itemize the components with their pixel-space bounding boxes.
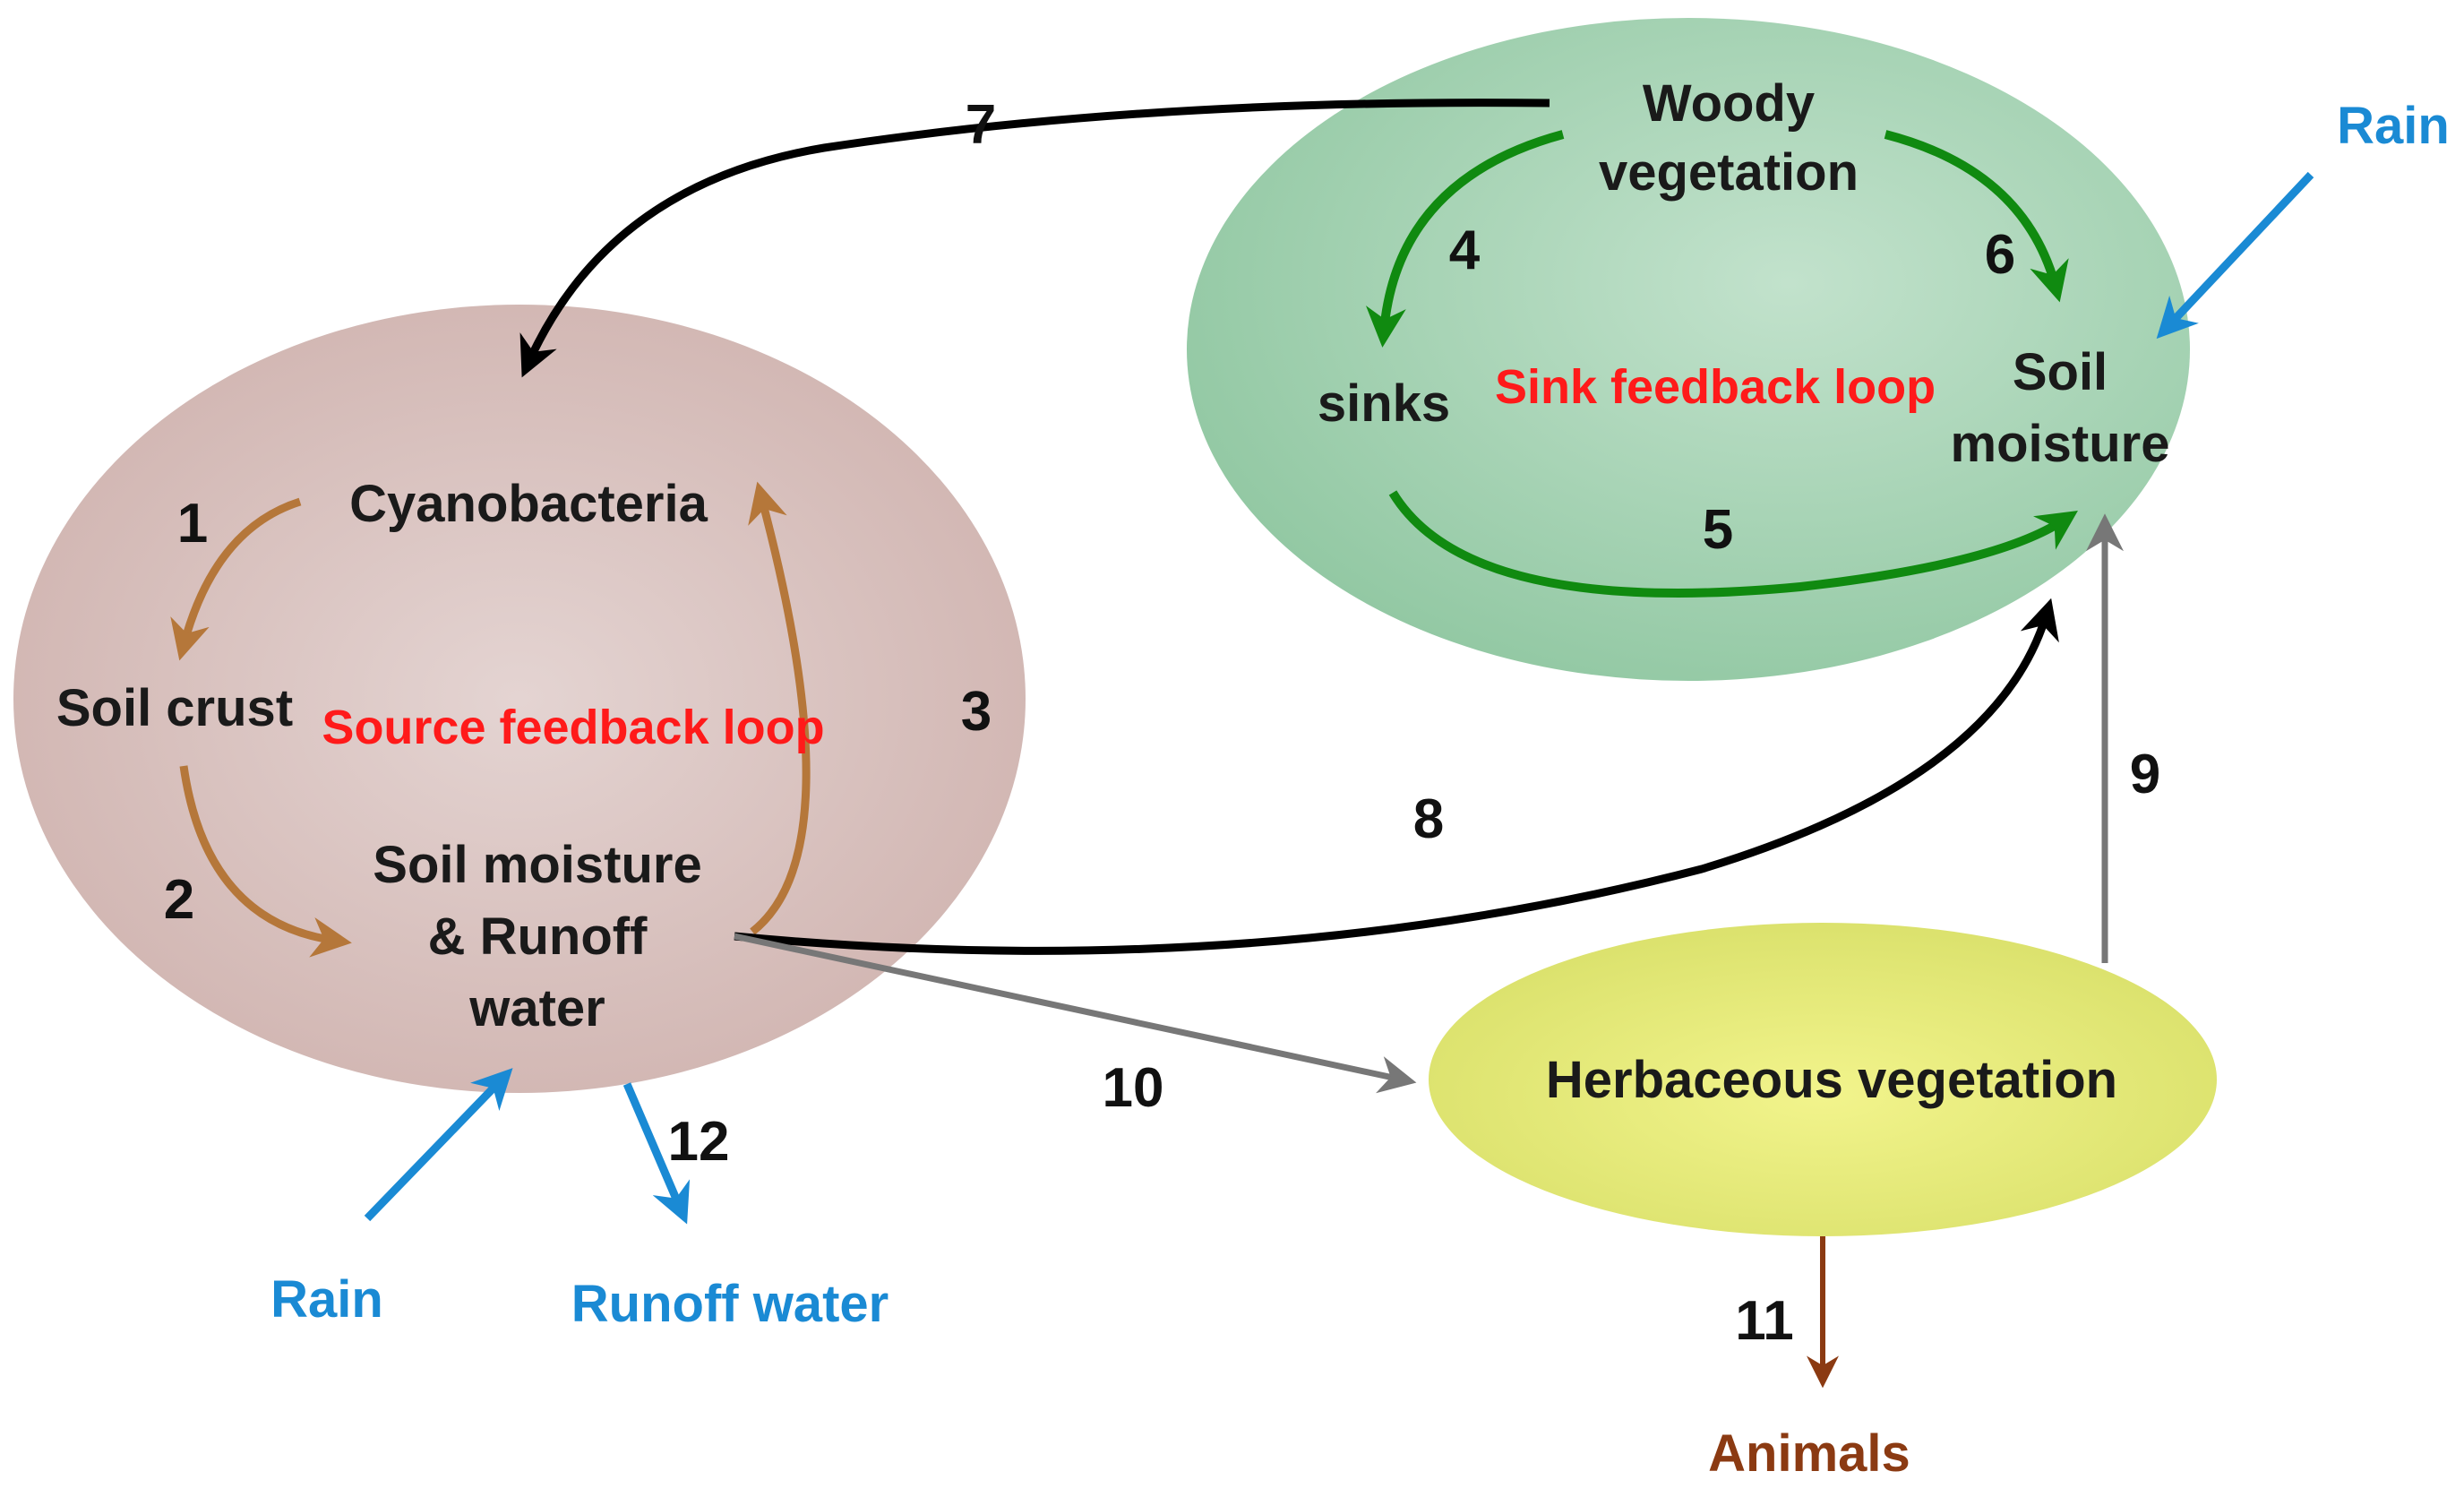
arrow-2: [179, 765, 352, 958]
source-soil-moisture-line3: water: [468, 979, 605, 1037]
number-6: 6: [1985, 224, 2015, 286]
sink-soil-moisture-line2: moisture: [1951, 415, 2170, 473]
source-loop-title: Source feedback loop: [322, 701, 824, 754]
number-7: 7: [966, 94, 996, 156]
soil-crust-label: Soil crust: [56, 679, 293, 737]
rain-label-left: Rain: [270, 1270, 383, 1329]
source-soil-moisture-line2: & Runoff: [428, 908, 648, 966]
number-10: 10: [1103, 1057, 1164, 1119]
rain-arrow-left: [364, 1068, 513, 1222]
arrow-4: [1365, 130, 1565, 348]
arrow-8: [734, 598, 2059, 955]
number-3: 3: [961, 681, 992, 743]
woody-vegetation-line1: Woody: [1643, 74, 1815, 133]
rain-arrow-right: [2156, 171, 2314, 340]
rain-label-right: Rain: [2337, 97, 2450, 155]
number-11: 11: [1735, 1290, 1794, 1352]
herbaceous-ellipse: [1429, 923, 2217, 1236]
sinks-label: sinks: [1318, 374, 1450, 433]
sink-loop-ellipse: [1187, 18, 2190, 681]
number-8: 8: [1413, 788, 1444, 850]
runoff-water-label: Runoff water: [571, 1275, 889, 1333]
number-2: 2: [164, 869, 194, 931]
animals-label: Animals: [1708, 1424, 1910, 1483]
arrow-1: [170, 497, 302, 661]
herbaceous-vegetation-label: Herbaceous vegetation: [1546, 1051, 2117, 1109]
number-9: 9: [2130, 744, 2160, 805]
arrow-6: [1884, 130, 2069, 303]
arrow-12: [622, 1082, 691, 1225]
number-12: 12: [668, 1111, 730, 1173]
woody-vegetation-line2: vegetation: [1599, 143, 1859, 202]
source-soil-moisture-line1: Soil moisture: [373, 836, 701, 894]
arrow-3: [748, 481, 811, 935]
arrow-5: [1388, 490, 2078, 598]
number-1: 1: [177, 493, 208, 555]
number-5: 5: [1703, 499, 1733, 561]
cyanobacteria-label: Cyanobacteria: [349, 475, 708, 533]
arrow-10: [734, 933, 1417, 1094]
sink-loop-title: Sink feedback loop: [1495, 360, 1936, 414]
sink-soil-moisture-line1: Soil: [2013, 343, 2108, 401]
number-4: 4: [1449, 219, 1481, 281]
arrow-7: [519, 99, 1550, 378]
